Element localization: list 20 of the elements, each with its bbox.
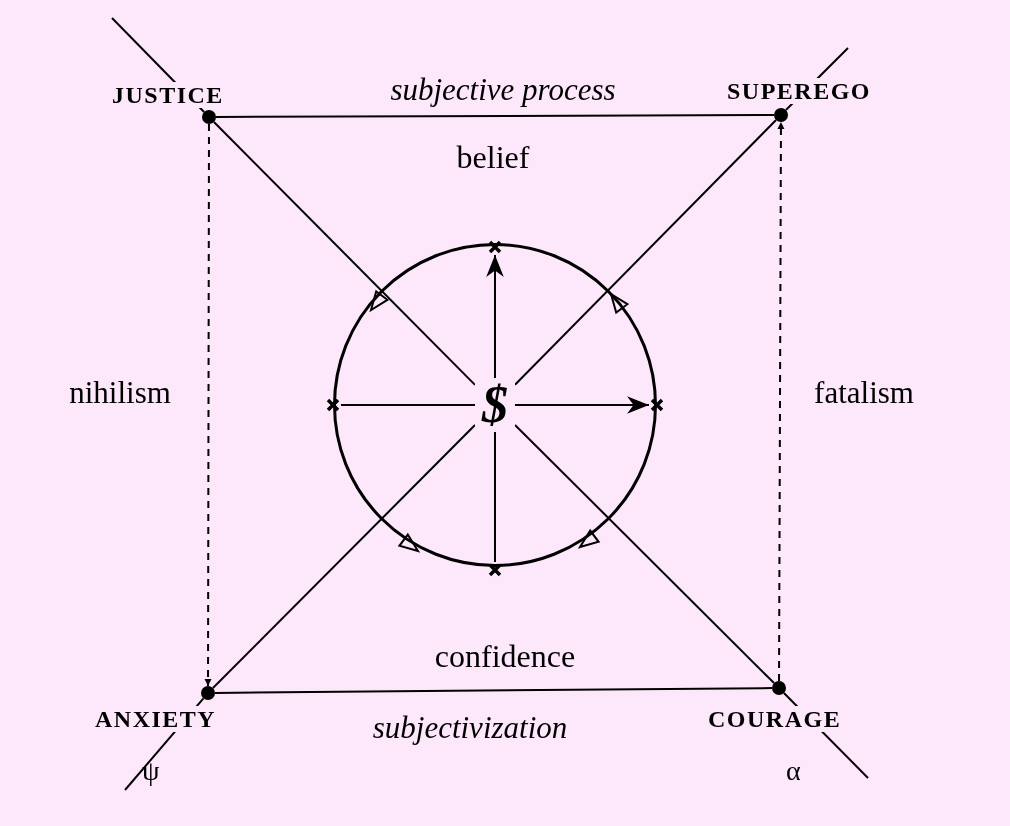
line xyxy=(211,424,476,690)
arrow xyxy=(486,254,504,379)
greek-letter: ψ xyxy=(142,756,160,786)
line xyxy=(340,404,476,406)
point-label: JUSTICE xyxy=(112,82,224,108)
line xyxy=(214,687,773,694)
region-label: belief xyxy=(456,140,530,174)
greek-letter: α xyxy=(786,756,801,786)
dashed-arrow xyxy=(204,123,212,687)
point-label: SUPEREGO xyxy=(727,78,872,104)
line xyxy=(494,431,496,563)
line xyxy=(212,120,476,386)
point-label: COURAGE xyxy=(708,706,842,732)
point-label: ANXIETY xyxy=(95,706,217,732)
line xyxy=(514,119,778,386)
arrow xyxy=(514,396,650,414)
region-label: confidence xyxy=(434,639,576,673)
line xyxy=(514,423,776,685)
dashed-arrow xyxy=(777,121,785,682)
line xyxy=(215,114,775,118)
